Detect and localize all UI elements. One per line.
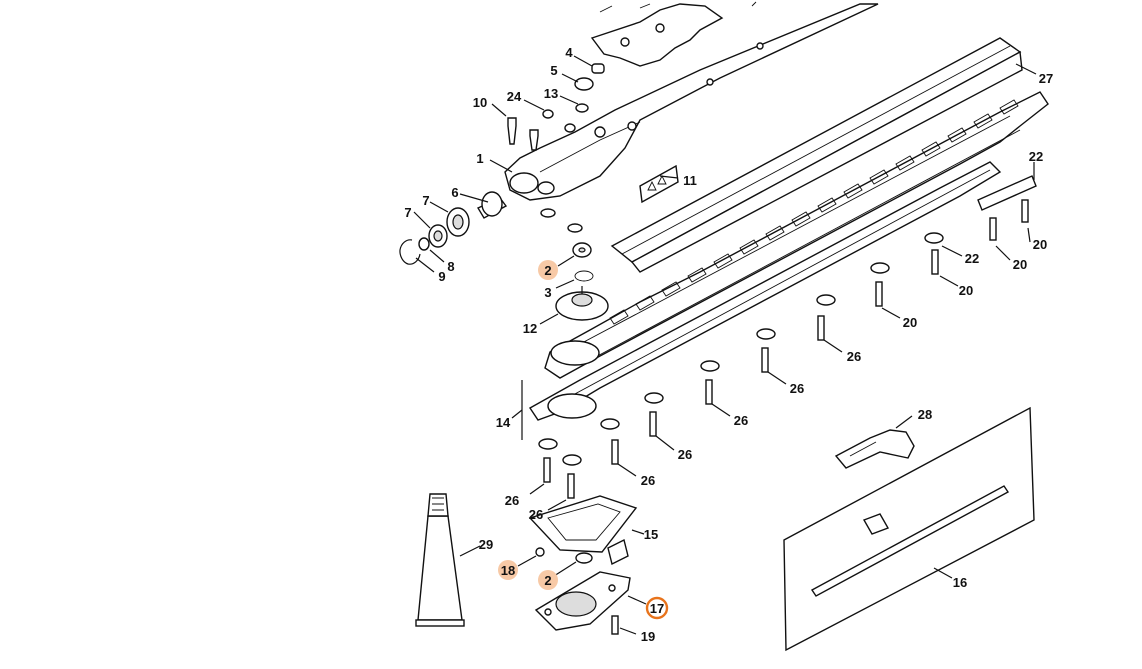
callout-label-c24[interactable]: 24	[507, 89, 522, 104]
gasket-part	[528, 495, 638, 553]
guard-part	[834, 429, 915, 469]
blade-slot	[817, 197, 837, 213]
callout-label-c2a[interactable]: 2	[544, 263, 551, 278]
callout-label-c12[interactable]: 12	[523, 321, 537, 336]
callout-label-c1[interactable]: 1	[476, 151, 483, 166]
blade-slot	[661, 281, 681, 297]
callout-label-c20c[interactable]: 20	[959, 283, 973, 298]
grease-tube-part	[415, 493, 465, 627]
callout-label-c9[interactable]: 9	[438, 269, 445, 284]
blade-sheath-part	[783, 406, 1035, 652]
callout-label-c20a[interactable]: 20	[1033, 237, 1047, 252]
callout-label-c10[interactable]: 10	[473, 95, 487, 110]
callout-label-c26e[interactable]: 26	[641, 473, 655, 488]
blade-slot	[765, 225, 785, 241]
callout-label-c26d[interactable]: 26	[678, 447, 692, 462]
callout-label-c20d[interactable]: 20	[903, 315, 917, 330]
blade-slot	[609, 309, 629, 325]
hardware-top-left	[507, 63, 605, 151]
callout-label-c16[interactable]: 16	[953, 575, 967, 590]
callout-label-c26a[interactable]: 26	[847, 349, 861, 364]
blade-slot	[895, 155, 915, 171]
blade-slot	[739, 239, 759, 255]
callout-label-c29[interactable]: 29	[479, 537, 493, 552]
blade-slot	[921, 141, 941, 157]
blade-slot	[791, 211, 811, 227]
callout-label-c3[interactable]: 3	[544, 285, 551, 300]
callout-label-c26g[interactable]: 26	[529, 507, 543, 522]
bearing-group-upper	[540, 208, 609, 321]
blade-slot	[713, 253, 733, 269]
screws-26	[538, 315, 825, 499]
callout-label-c14[interactable]: 14	[496, 415, 511, 430]
callout-highlight-c2a	[538, 260, 558, 280]
callout-label-c17[interactable]: 17	[650, 601, 664, 616]
callout-highlight-c2b	[538, 570, 558, 590]
support-plate-part	[977, 175, 1037, 211]
callout-label-c26b[interactable]: 26	[790, 381, 804, 396]
callout-label-c11[interactable]: 11	[683, 173, 697, 188]
callout-label-c7a[interactable]: 7	[422, 193, 429, 208]
callout-label-c13[interactable]: 13	[544, 86, 558, 101]
upper-cutter-blade-part	[544, 91, 1049, 379]
blade-slot	[947, 127, 967, 143]
blade-slot	[687, 267, 707, 283]
blade-slot	[999, 99, 1019, 115]
callout-label-c26c[interactable]: 26	[734, 413, 748, 428]
callout-label-c26f[interactable]: 26	[505, 493, 519, 508]
blade-guard-rail-part	[610, 37, 1023, 273]
blade-slot	[843, 183, 863, 199]
blade-slot	[973, 113, 993, 129]
callout-highlight-c18	[498, 560, 518, 580]
warning-label-part	[639, 164, 679, 204]
callout-label-c19[interactable]: 19	[641, 629, 655, 644]
callout-label-c18[interactable]: 18	[501, 563, 515, 578]
callout-label-c5[interactable]: 5	[550, 63, 557, 78]
drive-shaft-parts	[399, 191, 508, 265]
callout-selected-ring-c17	[645, 596, 669, 620]
gear-housing-part	[504, 3, 879, 201]
blade-slot	[869, 169, 889, 185]
callout-label-c22b[interactable]: 22	[965, 251, 979, 266]
callout-label-c28[interactable]: 28	[918, 407, 932, 422]
callout-label-c22a[interactable]: 22	[1029, 149, 1043, 164]
screws-20	[816, 199, 1029, 307]
callout-label-c7b[interactable]: 7	[404, 205, 411, 220]
leader-lines	[413, 55, 1037, 635]
lower-cutter-blade-part	[528, 161, 1002, 421]
callout-label-c15[interactable]: 15	[644, 527, 658, 542]
blade-slot	[635, 295, 655, 311]
callout-label-c20b[interactable]: 20	[1013, 257, 1027, 272]
callout-label-c2b[interactable]: 2	[544, 573, 551, 588]
callout-label-c27[interactable]: 27	[1039, 71, 1053, 86]
callout-label-c6[interactable]: 6	[451, 185, 458, 200]
callout-label-c4[interactable]: 4	[565, 45, 573, 60]
top-fork-part	[590, 1, 757, 67]
gear-cover-part	[534, 538, 631, 635]
callout-label-c8[interactable]: 8	[447, 259, 454, 274]
